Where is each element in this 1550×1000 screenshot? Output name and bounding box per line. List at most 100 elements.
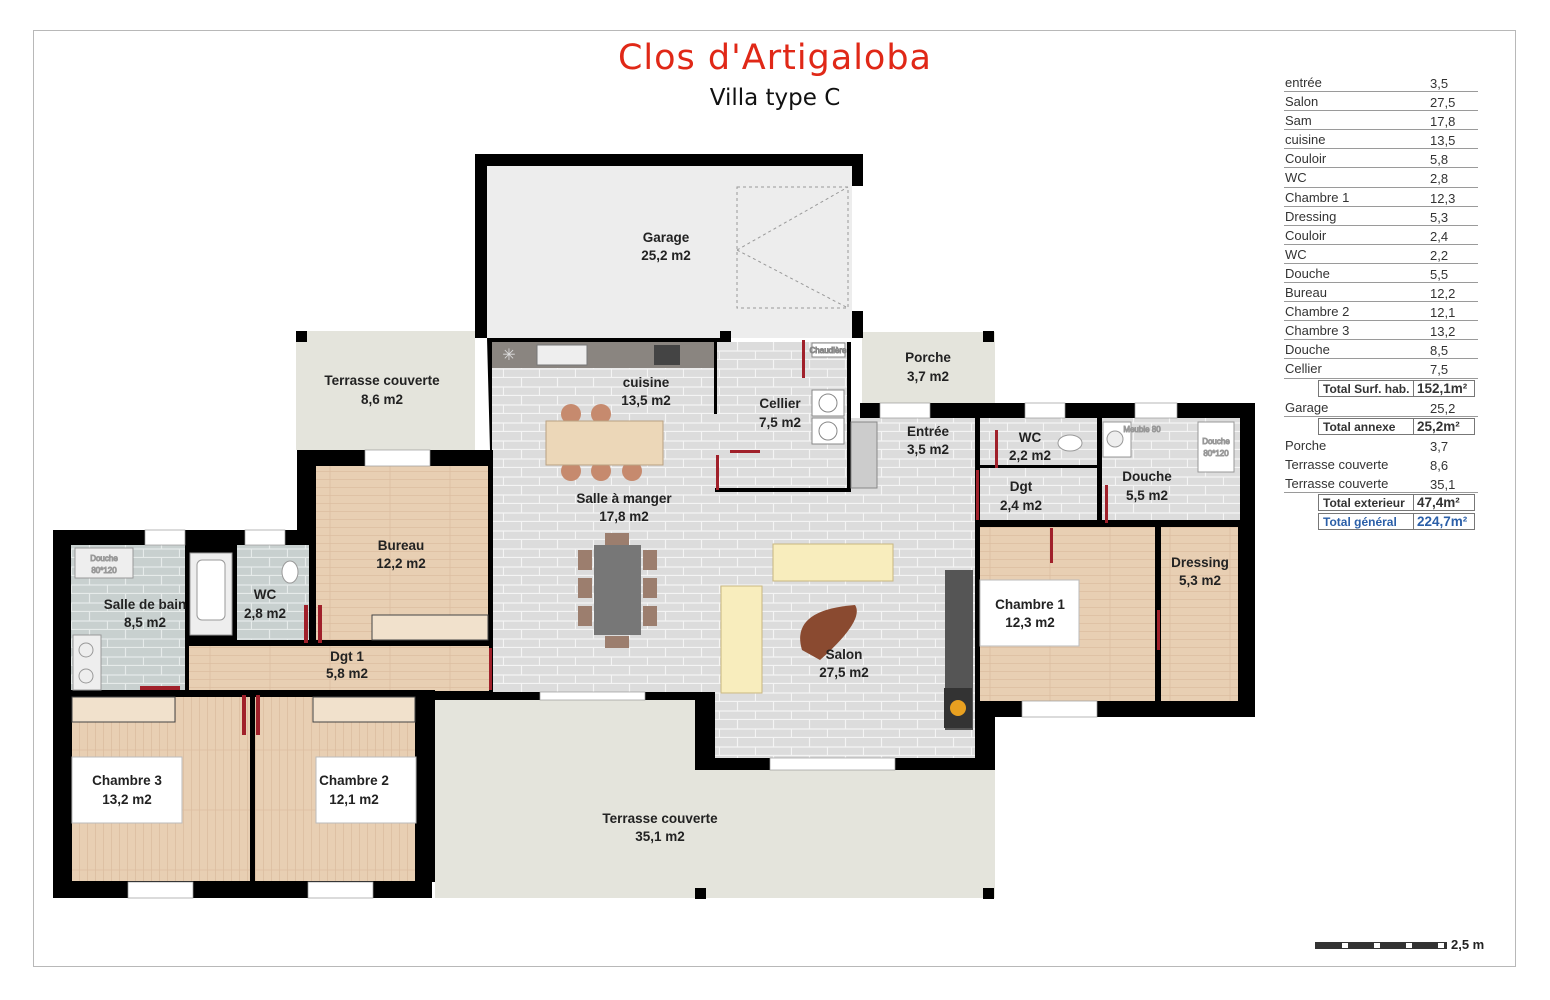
room-area: 2,8 m2 [244,606,286,621]
douche-west-label: Douche [90,554,118,563]
surface-total-row: Total annexe 25,2m² [1284,417,1478,436]
room-area: 8,5 m2 [124,615,166,630]
scale-bar [1315,942,1447,949]
surface-row: Douche 5,5 [1284,264,1478,284]
room-area: 27,5 m2 [819,665,869,680]
surface-label: Dressing [1285,208,1337,224]
surface-row: Chambre 3 13,2 [1284,321,1478,341]
room-dgt-1: Dgt 15,8 m2 [326,649,368,681]
scale-label: 2,5 m [1451,937,1485,952]
surface-row: Chambre 2 12,1 [1284,302,1478,322]
surface-label: Douche [1285,342,1330,358]
room-name: Salle de bain [104,597,187,612]
surface-value: 17,8 [1430,114,1456,130]
room-dgt: Dgt 2,4 m2 [1000,479,1042,513]
surface-value: 25,2m² [1413,418,1460,434]
room-area: 13,5 m2 [621,393,671,408]
surface-value: 13,2 [1430,324,1456,340]
total-box: Total Surf. hab.152,1m² [1318,379,1475,397]
room-name: Douche [1122,469,1172,484]
garage-door-swing [736,186,849,309]
dining-table [578,533,657,648]
plan-title: Clos d'Artigaloba [617,38,933,78]
surface-value: 2,2 [1430,247,1449,263]
room-area: 5,3 m2 [1179,573,1221,588]
room-area: 13,2 m2 [102,792,152,807]
room-area: 2,2 m2 [1009,448,1051,463]
surface-value: 47,4m² [1413,495,1460,511]
room-name: Dressing [1171,555,1229,570]
surface-row: Douche 8,5 [1284,340,1478,360]
kitchen-island [545,404,664,481]
douche-west-size: 80*120 [91,566,117,575]
surface-label: Total Surf. hab. [1323,381,1410,396]
surface-total-row: Total Surf. hab.152,1m² [1284,379,1478,398]
room-name: Dgt [1010,479,1033,494]
surface-label: Porche [1285,437,1327,453]
surface-label: Chambre 2 [1285,304,1350,320]
room-name: Cellier [759,396,801,411]
room-area: 2,4 m2 [1000,498,1042,513]
surface-value: 152,1m² [1413,380,1467,396]
surface-value: 2,8 [1430,171,1449,187]
svg-text:✳: ✳ [502,347,515,364]
surface-label: Bureau [1285,285,1327,301]
surface-value: 8,5 [1430,343,1449,359]
room-chambre-2: Chambre 212,1 m2 [319,773,389,807]
surface-value: 8,6 [1430,457,1449,473]
surface-value: 12,1 [1430,305,1456,321]
room-name: WC [1019,430,1042,445]
surface-row: Bureau 12,2 [1284,283,1478,303]
surface-label: Total annexe [1323,419,1396,434]
room-area: 12,3 m2 [1005,615,1055,630]
surface-value: 35,1 [1430,476,1456,492]
surface-label: WC [1285,246,1307,262]
surface-value: 5,5 [1430,266,1449,282]
room-name: Chambre 3 [92,773,162,788]
surface-row: WC 2,2 [1284,245,1478,264]
surface-value: 5,3 [1430,209,1449,225]
chaudiere-label: Chaudière [810,346,847,355]
room-area: 12,2 m2 [376,556,426,571]
pillars [296,331,994,899]
room-area: 12,1 m2 [329,792,379,807]
douche-east-label: Douche [1202,437,1230,446]
surface-value: 12,2 [1430,286,1456,302]
plan-subtitle: Villa type C [709,85,841,111]
room-name: Salle à manger [576,491,672,506]
room-name: Terrasse couverte [602,811,718,826]
surface-label: Couloir [1285,227,1327,243]
surface-value: 224,7m² [1413,514,1467,530]
room-dressing: Dressing 5,3 m2 [1171,555,1229,588]
room-name: Bureau [378,538,425,553]
room-bureau: Bureau 12,2 m2 [376,538,426,571]
room-wc-est: WC 2,2 m2 [1009,430,1051,463]
surface-label: Chambre 3 [1285,323,1350,339]
surface-value: 25,2 [1430,400,1456,416]
room-cuisine: cuisine 13,5 m2 [621,375,671,408]
room-name: Garage [643,230,690,245]
surface-value: 3,7 [1430,438,1449,454]
meuble-label: Meuble 80 [1123,425,1161,434]
surface-label: Total général [1323,515,1397,530]
surface-row: Porche 3,7 [1284,436,1478,455]
surface-label: Garage [1285,399,1329,415]
room-name: cuisine [623,375,670,390]
surface-label: Douche [1285,265,1330,281]
room-salle-de-bain: Salle de bain 8,5 m2 [104,597,187,630]
dgt1-floor [187,646,489,691]
doors [140,340,1160,735]
room-name: WC [254,587,277,602]
surface-label: Terrasse couverte [1285,456,1389,472]
garage-floor [487,166,852,338]
beds [71,579,1080,824]
